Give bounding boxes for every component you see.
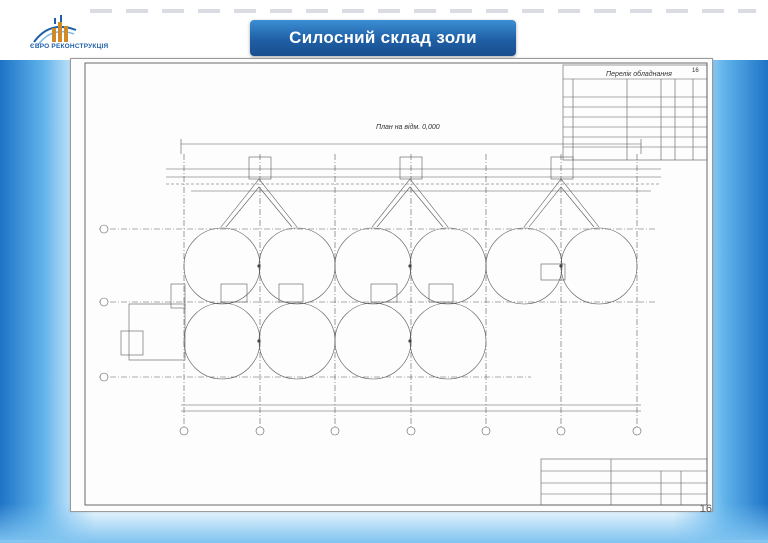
page-number: 16 (699, 503, 712, 515)
plan-title: План на відм. 0,000 (376, 124, 440, 131)
slide-title: Силосний склад золи (289, 28, 477, 47)
logo-text: ЄВРО РЕКОНСТРУКЦІЯ (30, 43, 109, 50)
equipment-table-title: Перелік обладнання (606, 71, 672, 78)
title-banner: Силосний склад золи (250, 20, 516, 56)
company-logo-icon (33, 15, 77, 46)
engineering-drawing-sheet: Перелік обладнання 16 План на відм. 0,00… (70, 58, 713, 515)
top-dashed-strip (90, 9, 756, 13)
silo-plan-drawing (84, 62, 708, 506)
sheet-top-number: 16 (692, 68, 699, 74)
